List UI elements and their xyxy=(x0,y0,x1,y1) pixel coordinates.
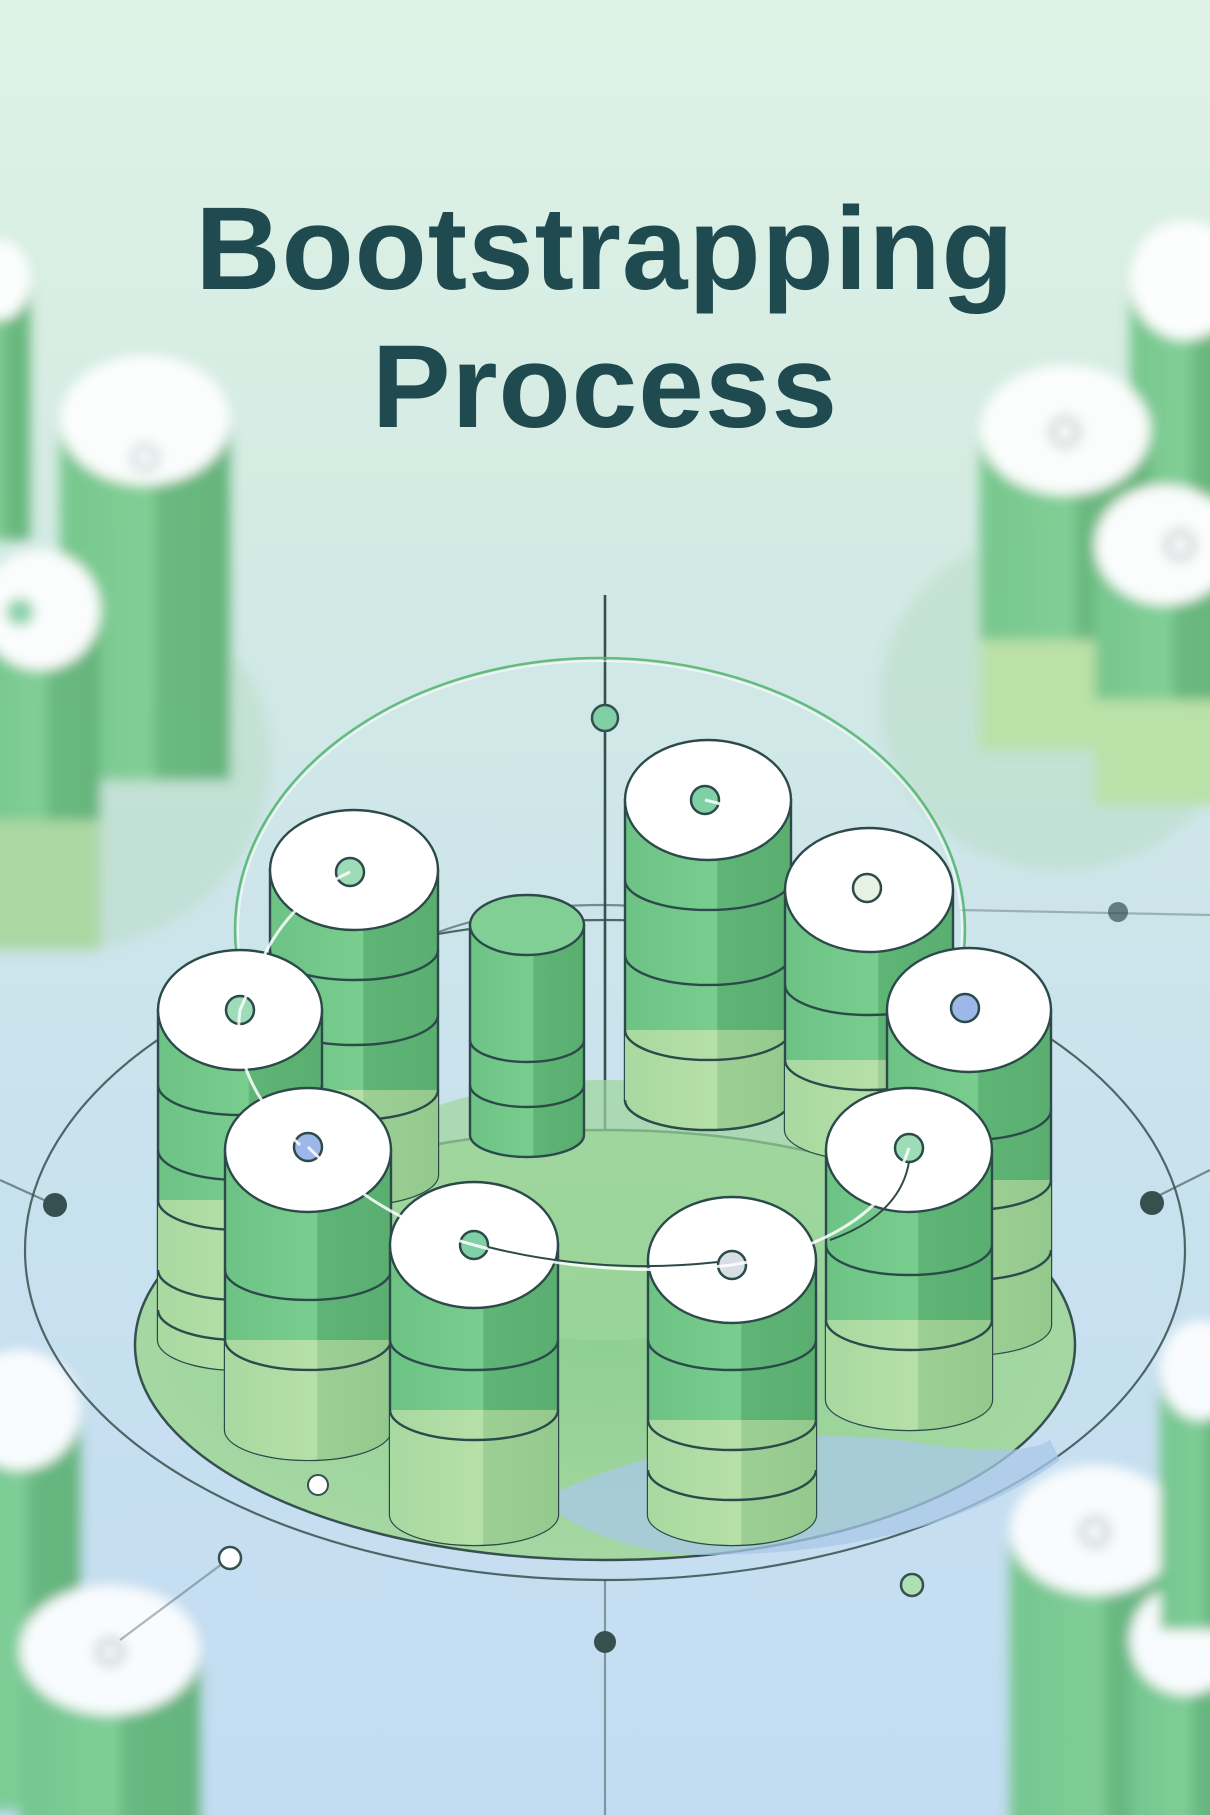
connection-lines xyxy=(237,798,911,1271)
network-node-icon xyxy=(43,1193,67,1217)
title-line-2: Process xyxy=(371,321,839,453)
database-cylinder-icon xyxy=(623,738,793,1132)
network-node-icon xyxy=(1140,1191,1164,1215)
network-node-icon xyxy=(899,1572,925,1598)
database-cylinder-icon xyxy=(646,1195,818,1547)
database-cylinder-icon xyxy=(388,1180,560,1547)
network-nodes xyxy=(43,703,1164,1653)
network-node-icon xyxy=(594,1631,616,1653)
database-cylinder-icon xyxy=(468,893,586,1159)
network-node-icon xyxy=(217,1545,243,1571)
network-node-icon xyxy=(590,703,620,733)
database-cylinder-icon xyxy=(824,1086,994,1432)
connection-lines-dark xyxy=(487,1161,910,1268)
background-cylinders xyxy=(0,220,1210,1815)
network-node-icon xyxy=(1108,902,1128,922)
page-title: Bootstrapping Process xyxy=(0,180,1210,456)
database-cylinder-icon xyxy=(223,1086,393,1462)
title-line-1: Bootstrapping xyxy=(195,183,1015,315)
cylinders xyxy=(156,738,1053,1547)
